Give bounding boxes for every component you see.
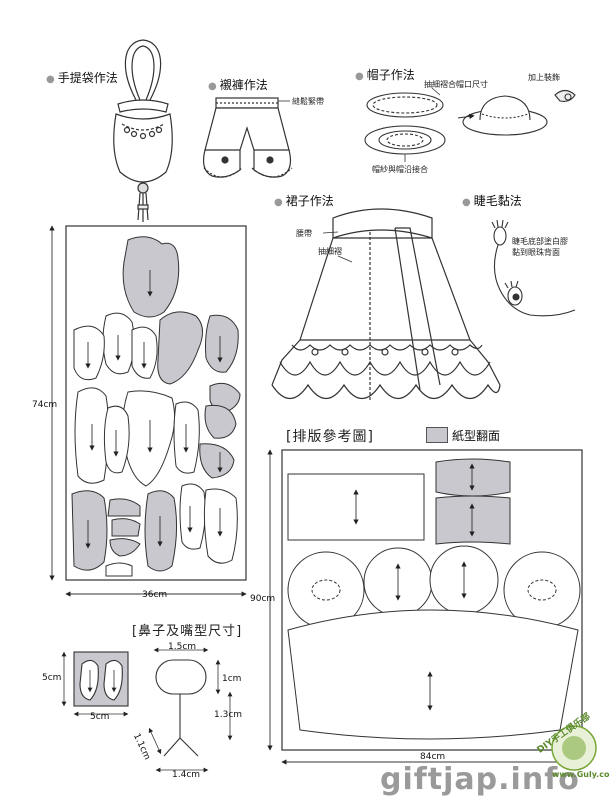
- dim-mouth-h1: 1cm: [222, 674, 242, 684]
- watermark-site: giftjap.info: [380, 762, 580, 797]
- legend-label: 紙型翻面: [452, 429, 501, 443]
- legend-swatch: [426, 427, 448, 443]
- nose-mouth-title: [鼻子及嘴型尺寸]: [132, 624, 243, 639]
- hat-illustration: [364, 87, 576, 162]
- section-skirt-title: 裙子作法: [274, 192, 334, 209]
- note-waistband: 腰帶: [296, 229, 312, 238]
- watermark-badge: [551, 725, 597, 771]
- note-elastic: 縫鬆緊帶: [292, 97, 324, 106]
- section-bloomers-title: 襯褲作法: [208, 76, 268, 93]
- note-gather: 抽細褶: [318, 247, 342, 256]
- section-handbag-title: 手提袋作法: [46, 69, 118, 86]
- dim-nose-width: 5cm: [90, 712, 110, 722]
- section-eyelash-title: 睫毛黏法: [462, 192, 522, 209]
- layout-board-1: [49, 225, 247, 597]
- dim-nose-height: 5cm: [42, 673, 62, 683]
- dim-mouth-bottom: 1.4cm: [172, 770, 201, 780]
- note-hat-join: 帽紗與帽沿接合: [372, 165, 428, 174]
- note-eyelash-2: 黏到眼珠背面: [512, 248, 560, 257]
- watermark-url: www.Guly.com: [552, 770, 610, 779]
- skirt-illustration: [271, 208, 501, 400]
- layout-reference-title: [排版參考圖]: [286, 429, 374, 445]
- section-hat-title: 帽子作法: [355, 66, 415, 83]
- dim-board2-height: 90cm: [250, 594, 276, 604]
- nose-mouth-illustration: [61, 647, 233, 773]
- bloomers-illustration: [202, 97, 293, 178]
- dim-board1-height: 74cm: [32, 400, 58, 410]
- handbag-illustration: [113, 39, 173, 222]
- eyelash-illustration: [491, 219, 576, 317]
- dim-board2-width: 84cm: [420, 752, 446, 762]
- layout-board-2: [267, 449, 583, 765]
- note-gather-hat: 抽細褶合帽口尺寸: [424, 80, 488, 89]
- dim-board1-width: 36cm: [142, 590, 168, 600]
- note-decoration: 加上裝飾: [528, 73, 560, 82]
- dim-mouth-top: 1.5cm: [168, 642, 197, 652]
- dim-mouth-h2: 1.3cm: [214, 710, 243, 720]
- note-eyelash-1: 睫毛底部塗白膠: [512, 237, 568, 246]
